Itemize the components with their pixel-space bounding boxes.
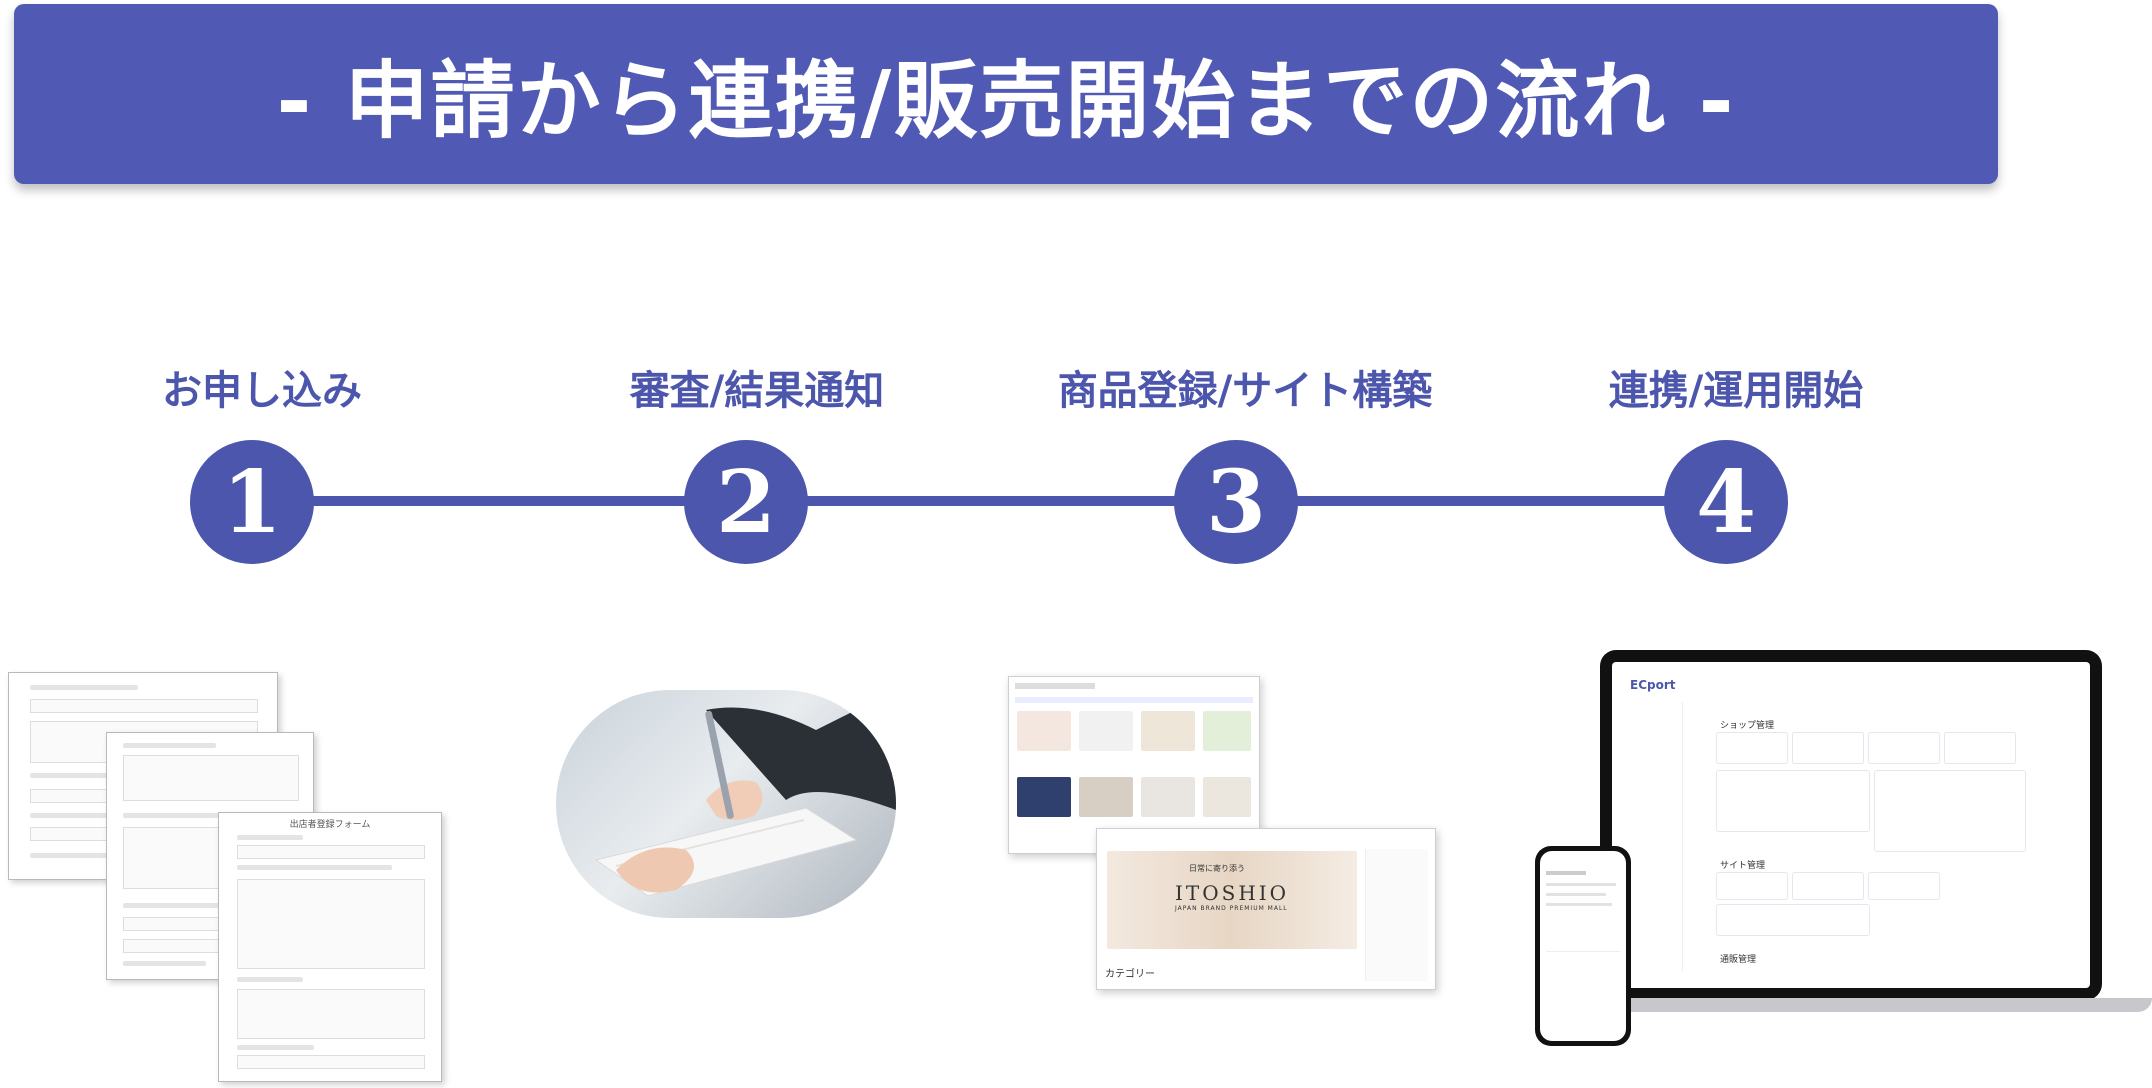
stat-card xyxy=(1792,732,1864,764)
section-shop-heading: ショップ管理 xyxy=(1720,721,1775,731)
laptop-base xyxy=(1540,998,2152,1012)
step-2-circle: 2 xyxy=(684,440,808,564)
step-1-label: お申し込み xyxy=(162,368,362,414)
panel-card xyxy=(1716,770,1870,832)
stat-card xyxy=(1716,872,1788,900)
panel-card xyxy=(1716,904,1870,936)
laptop-device: ECport ショップ管理 サイト管理 通販管理 xyxy=(1600,650,2102,1000)
step-4-circle: 4 xyxy=(1664,440,1788,564)
step-3-label: 商品登録/サイト構築 xyxy=(1057,368,1433,414)
shop-brand: ITOSHIO xyxy=(1175,881,1290,905)
dashboard-screen: ECport ショップ管理 サイト管理 通販管理 xyxy=(1612,662,2090,988)
shop-tagline: JAPAN BRAND PREMIUM MALL xyxy=(1175,905,1288,912)
timeline-connector xyxy=(252,496,1727,506)
section-site-heading: サイト管理 xyxy=(1720,861,1766,871)
title-banner: - 申請から連携/販売開始までの流れ - xyxy=(14,4,1998,184)
step-4-label: 連携/運用開始 xyxy=(1608,368,1864,414)
theme-selection-screen xyxy=(1008,676,1260,854)
form-page-3: 出店者登録フォーム xyxy=(218,812,442,1082)
hand-writing-image xyxy=(594,690,896,897)
shop-catch: 日常に寄り添う xyxy=(1189,864,1245,873)
stat-card xyxy=(1944,732,2016,764)
step-1-circle: 1 xyxy=(190,440,314,564)
step-2-label: 審査/結果通知 xyxy=(629,368,885,414)
stat-card xyxy=(1716,732,1788,764)
category-heading: カテゴリー xyxy=(1105,969,1155,980)
stat-card xyxy=(1868,732,1940,764)
phone-dashboard-screen xyxy=(1540,851,1626,1041)
step-3-circle: 3 xyxy=(1174,440,1298,564)
stat-card xyxy=(1792,872,1864,900)
section-sales-heading: 通販管理 xyxy=(1720,955,1757,965)
review-photo xyxy=(556,690,896,918)
form-title: 出店者登録フォーム xyxy=(289,820,371,830)
dashboard-logo: ECport xyxy=(1630,678,1676,692)
page-title: - 申請から連携/販売開始までの流れ - xyxy=(276,51,1736,150)
storefront-preview-screen: ITOSHIO 日常に寄り添う JAPAN BRAND PREMIUM MALL… xyxy=(1096,828,1436,990)
phone-device xyxy=(1535,846,1631,1046)
stat-card xyxy=(1868,872,1940,900)
panel-card xyxy=(1874,770,2026,852)
